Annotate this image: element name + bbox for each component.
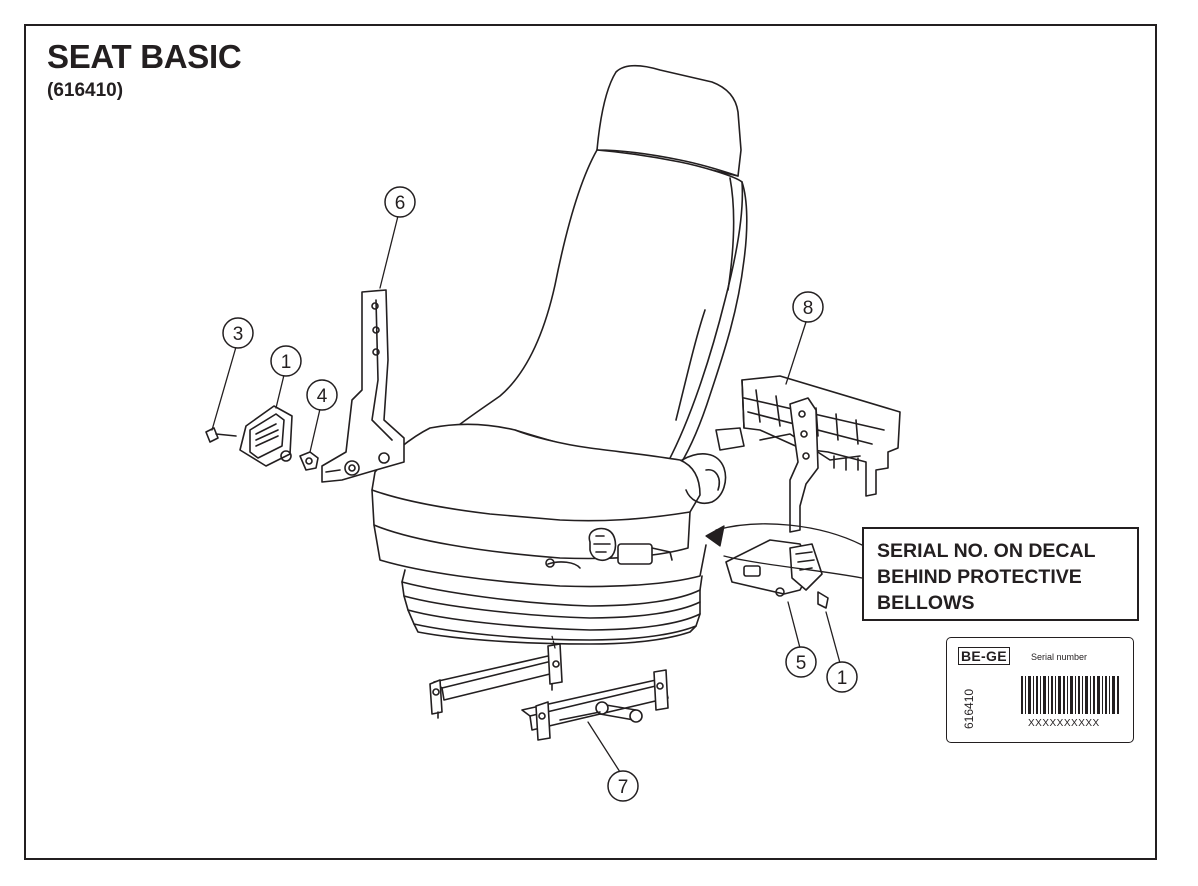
note-line-1: SERIAL NO. ON DECAL	[877, 540, 1096, 562]
leader-lines	[211, 215, 863, 773]
barcode-icon	[1021, 676, 1119, 714]
note-line-2: BEHIND PROTECTIVE	[877, 566, 1082, 588]
callout-1-left: 1	[281, 352, 292, 373]
callout-8: 8	[803, 298, 814, 319]
callout-5: 5	[796, 653, 807, 674]
callout-3: 3	[233, 324, 244, 345]
protective-bellows	[401, 569, 703, 645]
headrest	[596, 64, 742, 177]
serial-number-note: SERIAL NO. ON DECAL BEHIND PROTECTIVE BE…	[862, 527, 1139, 621]
callout-1-right-circle	[826, 661, 858, 693]
part-number: (616410)	[47, 80, 124, 101]
seat-base	[373, 524, 707, 588]
note-line-3: BELLOWS	[877, 592, 975, 614]
right-seatbelt-buckle	[725, 539, 829, 609]
decal-part-code: 616410	[962, 688, 976, 729]
callout-8-circle	[792, 291, 824, 323]
callout-1-right: 1	[837, 668, 848, 689]
callouts	[222, 186, 858, 802]
height-knob	[588, 527, 673, 565]
page-title: SEAT BASIC	[47, 38, 242, 75]
right-side-plate	[789, 397, 819, 533]
callout-5-circle	[785, 646, 817, 678]
callout-6: 6	[395, 193, 406, 214]
callout-6-circle	[384, 186, 416, 218]
callout-4: 4	[317, 386, 328, 407]
decal-caption: Serial number	[1031, 652, 1088, 662]
serial-decal: BE-GE Serial number 616410 XXXXXXXXXX	[946, 637, 1134, 743]
bolt	[205, 427, 237, 443]
decal-serial: XXXXXXXXXX	[1028, 718, 1100, 729]
backrest	[454, 149, 744, 463]
right-armrest-bracket	[715, 375, 901, 497]
callout-7-circle	[607, 770, 639, 802]
nut	[299, 451, 319, 471]
callout-4-circle	[306, 379, 338, 411]
seat-assembly	[371, 64, 748, 645]
callout-7: 7	[618, 777, 629, 798]
slide-rails	[429, 643, 669, 741]
callout-3-circle	[222, 317, 254, 349]
left-seatbelt-buckle	[239, 405, 293, 467]
seat-cushion	[371, 423, 701, 522]
decal-brand: BE-GE	[958, 647, 1010, 665]
left-armrest-bracket	[321, 289, 405, 483]
callout-1-left-circle	[270, 345, 302, 377]
drawing-frame	[24, 24, 1157, 860]
